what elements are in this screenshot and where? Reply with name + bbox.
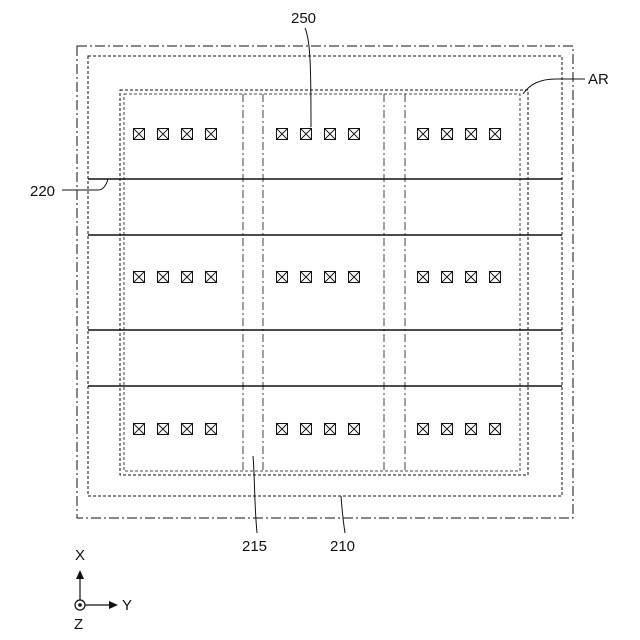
contact-box	[442, 424, 453, 435]
contact-box	[134, 424, 145, 435]
contact-box	[206, 272, 217, 283]
contact-box	[301, 272, 312, 283]
contact-box	[490, 424, 501, 435]
contact-box	[466, 272, 477, 283]
axis-indicator	[75, 570, 118, 610]
contact-box	[182, 424, 193, 435]
contact-box	[418, 129, 429, 140]
contact-box	[325, 129, 336, 140]
axis-z-label: Z	[74, 616, 83, 633]
contact-box	[349, 272, 360, 283]
label-210: 210	[330, 538, 355, 555]
contact-box	[442, 272, 453, 283]
contact-box	[418, 424, 429, 435]
label-215: 215	[242, 538, 267, 555]
contact-box	[349, 424, 360, 435]
contact-box	[158, 424, 169, 435]
contact-box	[277, 424, 288, 435]
contact-array	[134, 129, 501, 435]
contact-box	[349, 129, 360, 140]
label-220: 220	[30, 183, 55, 200]
contact-box	[466, 424, 477, 435]
contact-box	[158, 129, 169, 140]
contact-box	[301, 424, 312, 435]
contact-box	[301, 129, 312, 140]
contact-box	[206, 129, 217, 140]
contact-box	[134, 129, 145, 140]
contact-box	[466, 129, 477, 140]
contact-box	[490, 129, 501, 140]
contact-box	[277, 129, 288, 140]
label-ar: AR	[588, 71, 609, 88]
contact-box	[277, 272, 288, 283]
contact-box	[158, 272, 169, 283]
axis-x-label: X	[75, 547, 85, 564]
contact-box	[182, 272, 193, 283]
contact-box	[325, 272, 336, 283]
contact-box	[418, 272, 429, 283]
contact-box	[206, 424, 217, 435]
contact-box	[182, 129, 193, 140]
axis-y-label: Y	[122, 597, 132, 614]
contact-box	[325, 424, 336, 435]
contact-box	[134, 272, 145, 283]
label-250: 250	[291, 10, 316, 27]
contact-box	[442, 129, 453, 140]
contact-box	[490, 272, 501, 283]
